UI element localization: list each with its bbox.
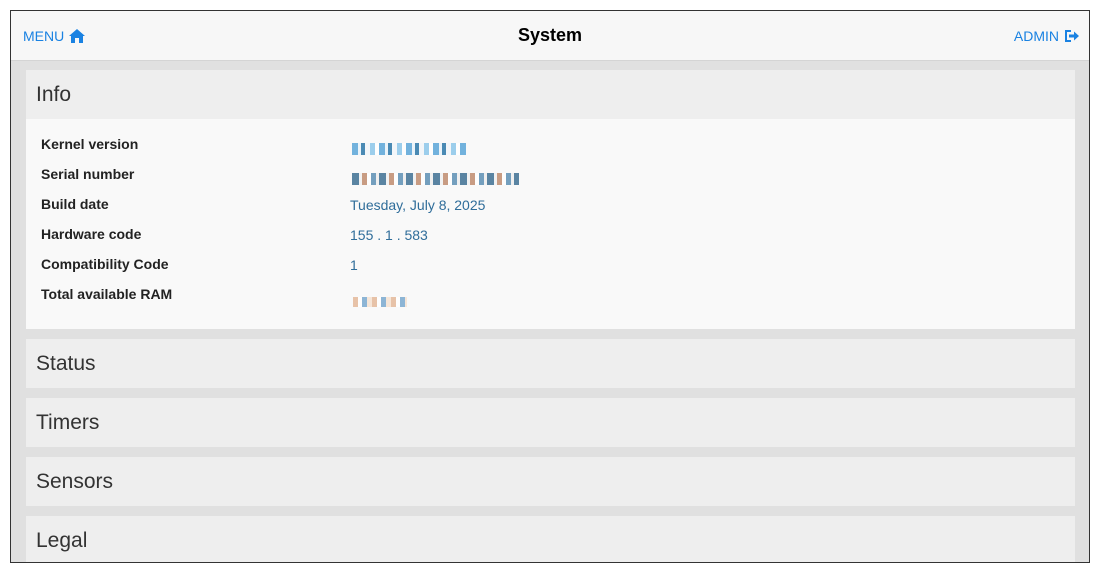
- info-row-hardware-code: Hardware code 155 . 1 . 583: [41, 225, 1075, 255]
- redacted-value: [352, 173, 519, 185]
- panel-info-title: Info: [36, 82, 72, 106]
- panel-info: Info Kernel version Serial number Build …: [26, 70, 1075, 329]
- panel-sensors-title: Sensors: [36, 469, 114, 493]
- admin-button[interactable]: ADMIN: [1014, 11, 1079, 61]
- panel-legal-header[interactable]: Legal: [26, 516, 1075, 562]
- home-icon: [69, 29, 86, 43]
- info-value-redacted: [350, 165, 519, 188]
- redacted-value: [353, 297, 407, 307]
- admin-label: ADMIN: [1013, 28, 1059, 44]
- info-label: Kernel version: [41, 136, 139, 152]
- panel-legal-title: Legal: [36, 528, 88, 552]
- page-title: System: [517, 25, 583, 45]
- info-row-build-date: Build date Tuesday, July 8, 2025: [41, 195, 1075, 225]
- main-content: Info Kernel version Serial number Build …: [11, 61, 1089, 562]
- info-row-serial-number: Serial number: [41, 165, 1075, 195]
- menu-button[interactable]: MENU: [23, 11, 86, 61]
- info-label: Serial number: [41, 166, 135, 182]
- app-frame: MENU System ADMIN Info: [10, 10, 1090, 563]
- panel-timers-title: Timers: [36, 410, 100, 434]
- panel-legal: Legal: [26, 516, 1075, 562]
- panel-sensors: Sensors: [26, 457, 1075, 506]
- panel-status-header[interactable]: Status: [26, 339, 1075, 388]
- panel-status-title: Status: [36, 351, 96, 375]
- panel-info-header[interactable]: Info: [26, 70, 1075, 119]
- panel-timers-header[interactable]: Timers: [26, 398, 1075, 447]
- info-value: Tuesday, July 8, 2025: [350, 197, 486, 213]
- info-row-compatibility-code: Compatibility Code 1: [41, 255, 1075, 285]
- menu-label: MENU: [23, 28, 65, 44]
- info-label: Hardware code: [41, 226, 142, 242]
- sign-out-icon: [1064, 29, 1079, 43]
- top-bar: MENU System ADMIN: [11, 11, 1089, 61]
- info-value-redacted: [350, 135, 466, 158]
- panel-info-body: Kernel version Serial number Build date …: [26, 119, 1075, 329]
- info-value-redacted: [350, 285, 407, 310]
- panel-sensors-header[interactable]: Sensors: [26, 457, 1075, 506]
- info-label: Total available RAM: [41, 286, 173, 302]
- info-value: 155 . 1 . 583: [350, 227, 428, 243]
- info-row-kernel-version: Kernel version: [41, 135, 1075, 165]
- info-row-total-ram: Total available RAM: [41, 285, 1075, 315]
- info-value: 1: [350, 257, 358, 273]
- redacted-value: [352, 143, 466, 155]
- info-label: Compatibility Code: [41, 256, 169, 272]
- panel-timers: Timers: [26, 398, 1075, 447]
- panel-status: Status: [26, 339, 1075, 388]
- info-label: Build date: [41, 196, 109, 212]
